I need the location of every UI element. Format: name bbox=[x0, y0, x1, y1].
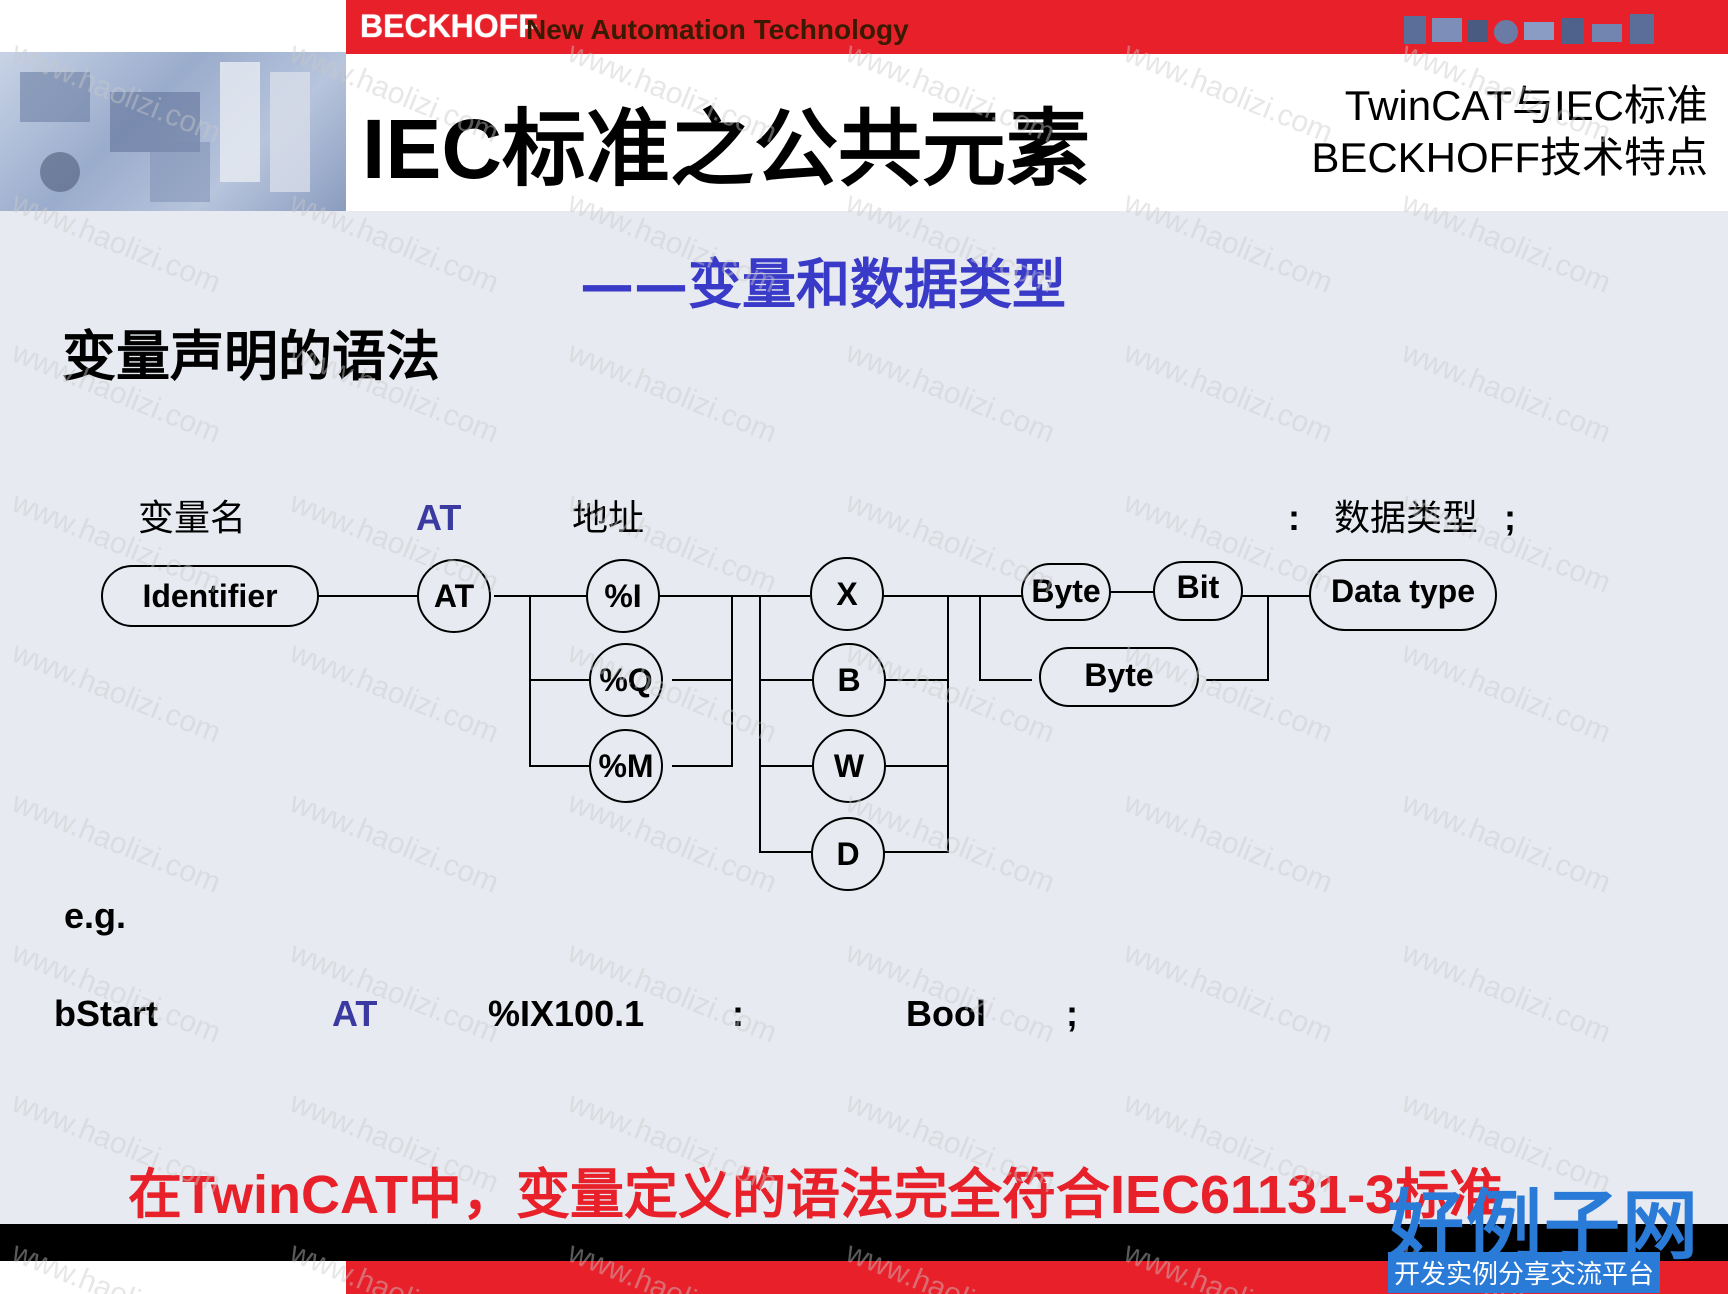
label-data-type: 数据类型 bbox=[1334, 497, 1478, 538]
node-x-label: X bbox=[836, 576, 858, 612]
node-data-type-label: Data type bbox=[1331, 573, 1475, 609]
node-byte-1-label: Byte bbox=[1031, 573, 1100, 609]
node-pct-m-label: %M bbox=[598, 748, 653, 784]
node-at-label: AT bbox=[434, 578, 475, 614]
example-semicolon: ; bbox=[1066, 993, 1078, 1034]
example-at: AT bbox=[332, 993, 377, 1034]
example-address: %IX100.1 bbox=[488, 993, 644, 1034]
node-identifier-label: Identifier bbox=[142, 578, 277, 614]
node-b-label: B bbox=[837, 662, 860, 698]
node-byte-2-label: Byte bbox=[1084, 657, 1153, 693]
label-address: 地址 bbox=[572, 497, 644, 538]
label-colon: : bbox=[1288, 497, 1300, 538]
watermark-logo-sub: 开发实例分享交流平台 bbox=[1388, 1252, 1660, 1293]
node-bit-label: Bit bbox=[1177, 569, 1220, 605]
example-type: Bool bbox=[906, 993, 986, 1034]
node-pct-q-label: %Q bbox=[599, 662, 652, 698]
node-pct-i-label: %I bbox=[604, 578, 641, 614]
label-semicolon: ; bbox=[1504, 497, 1516, 538]
example-name: bStart bbox=[54, 993, 158, 1034]
example-colon: : bbox=[732, 993, 744, 1034]
label-var-name: 变量名 bbox=[138, 497, 246, 538]
node-d-label: D bbox=[836, 836, 859, 872]
footer-note: 在TwinCAT中，变量定义的语法完全符合IEC61131-3标准 bbox=[128, 1150, 1503, 1229]
label-at: AT bbox=[416, 497, 461, 538]
node-w-label: W bbox=[834, 748, 865, 784]
example-label: e.g. bbox=[64, 895, 126, 936]
bottom-white-block bbox=[0, 1261, 346, 1294]
